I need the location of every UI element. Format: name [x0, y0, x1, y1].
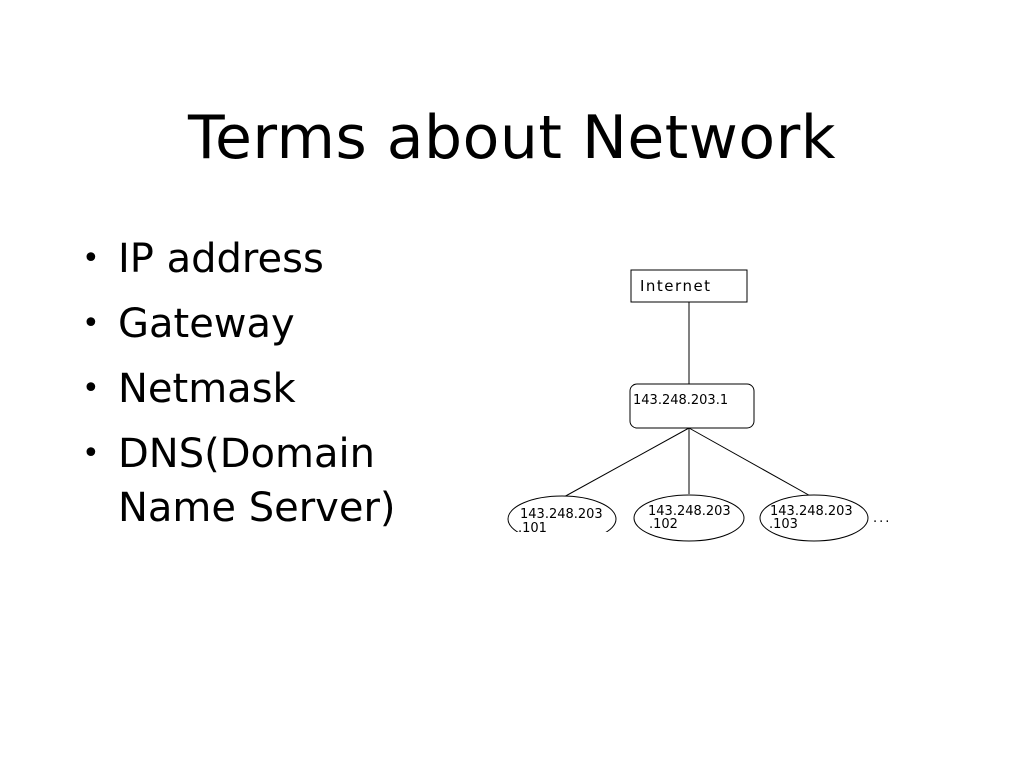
link-gateway-host-101	[561, 427, 690, 499]
bullet-dot-icon: •	[82, 241, 100, 276]
bullet-list: • IP address • Gateway • Netmask • DNS(D…	[82, 232, 396, 546]
bullet-text-line-1: DNS(Domain	[118, 431, 375, 477]
internet-node-label: Internet	[640, 277, 712, 295]
bullet-dot-icon: •	[82, 436, 100, 471]
host-node-101-label-line-2: .101	[518, 521, 547, 536]
bullet-dot-icon: •	[82, 306, 100, 341]
bullet-text-line-2: Name Server)	[118, 485, 396, 531]
host-node-103-ellipse	[759, 494, 869, 542]
gateway-node-label: 143.248.203.1	[633, 393, 728, 408]
bullet-text: IP address	[118, 236, 324, 282]
host-node-102-label-line-1: 143.248.203	[648, 504, 731, 519]
bullet-dot-icon: •	[82, 371, 100, 406]
bullet-item-netmask: • Netmask	[82, 362, 396, 416]
link-gateway-host-103	[688, 427, 815, 499]
host-node-103-label-line-1: 143.248.203	[770, 504, 853, 519]
network-diagram: Internet 143.248.203.1 143.248.203 .101 …	[500, 269, 891, 546]
more-hosts-ellipsis: ...	[873, 511, 891, 526]
bullet-item-gateway: • Gateway	[82, 297, 396, 351]
host-node-102-ellipse	[633, 494, 745, 542]
host-node-102-label-line-2: .102	[649, 517, 678, 532]
bullet-text: Netmask	[118, 366, 296, 412]
gateway-node-box	[629, 383, 755, 429]
bullet-item-ip-address: • IP address	[82, 232, 396, 286]
internet-node-box	[630, 269, 748, 303]
bullet-text: Gateway	[118, 301, 295, 347]
bullet-item-dns: • DNS(Domain Name Server)	[82, 427, 396, 535]
host-node-101-label-line-1: 143.248.203	[520, 507, 603, 522]
slide-title: Terms about Network	[188, 103, 836, 173]
host-node-103-label-line-2: .103	[769, 517, 798, 532]
host-node-101-mask	[500, 532, 630, 546]
